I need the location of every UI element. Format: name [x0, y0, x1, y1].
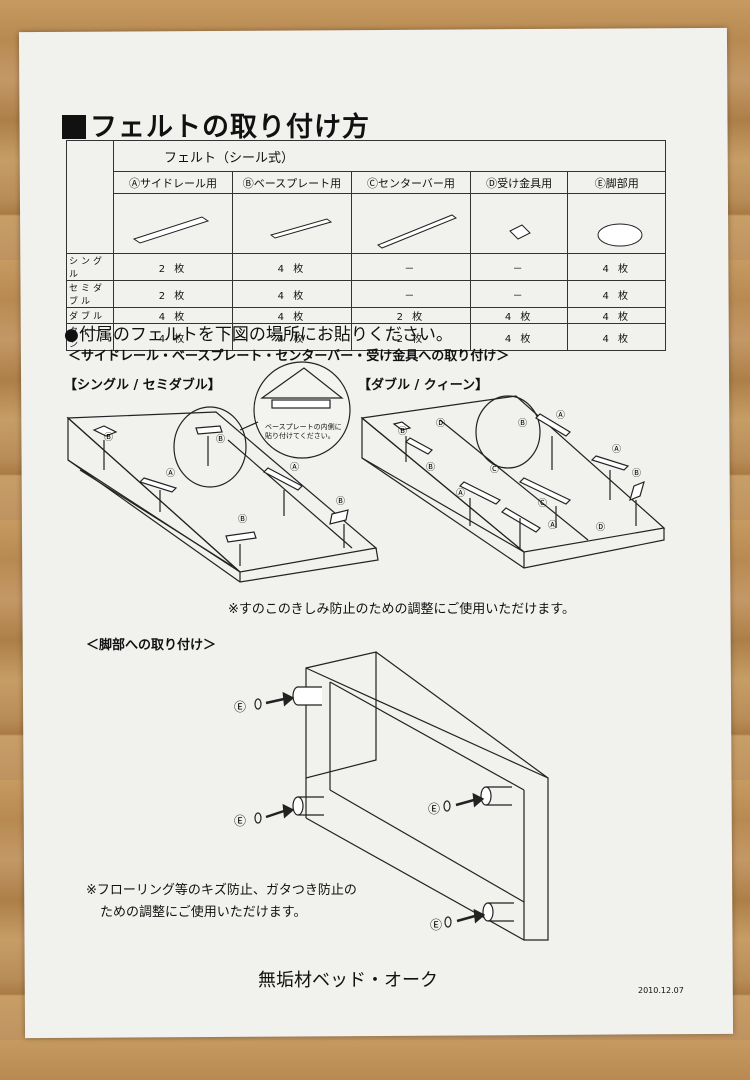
page-title: フェルトの取り付け方: [62, 105, 370, 144]
leg-diagram: [254, 651, 549, 941]
single-bed-diagram: [66, 361, 379, 583]
single-label: 【シングル / セミダブル】: [64, 378, 221, 393]
table-corner: [66, 140, 114, 254]
felt-table: フェルト（シール式） Ⓐサイドレール用 Ⓑベースプレート用 Ⓒセンターバー用 Ⓓ…: [66, 140, 666, 351]
marker-b: Ⓑ: [426, 463, 436, 473]
marker-b: Ⓑ: [104, 433, 114, 443]
floor-note-line-1: ※フローリング等のキズ防止、ガタつき防止の: [86, 883, 357, 898]
cell: 4 枚: [231, 280, 352, 308]
marker-a: Ⓐ: [612, 445, 622, 455]
legs-subheading: ＜脚部への取り付け＞: [86, 638, 217, 653]
cell: 2 枚: [350, 323, 471, 351]
marker-c: Ⓒ: [490, 465, 500, 475]
double-label: 【ダブル / クィーン】: [358, 378, 489, 393]
instruction-text: ●付属のフェルトを下図の場所にお貼りください。: [64, 325, 453, 345]
marker-e: Ⓔ: [428, 802, 441, 816]
product-name: 無垢材ベッド・オーク: [258, 970, 438, 991]
cell: 4 枚: [113, 323, 233, 351]
row-label: セミダブル: [66, 280, 114, 308]
felt-a-picture: [113, 193, 233, 254]
marker-a: Ⓐ: [548, 521, 558, 531]
marker-d: Ⓓ: [596, 523, 606, 533]
marker-a: Ⓐ: [290, 463, 300, 473]
title-square-icon: [62, 115, 86, 139]
marker-a: Ⓐ: [556, 411, 566, 421]
marker-e: Ⓔ: [430, 918, 443, 932]
cell: 2 枚: [113, 280, 233, 308]
row-label: クィーン: [66, 323, 114, 351]
table-header: フェルト（シール式）: [113, 140, 666, 172]
callout-line-2: 貼り付けてください。: [265, 432, 335, 440]
marker-b: Ⓑ: [632, 469, 642, 479]
title-text: フェルトの取り付け方: [90, 112, 370, 143]
row-label: ダブル: [66, 307, 114, 324]
marker-e: Ⓔ: [234, 814, 247, 828]
floor-note: ※フローリング等のキズ防止、ガタつき防止の ための調整にご使用いただけます。: [86, 880, 357, 924]
double-bed-diagram: [360, 395, 666, 569]
cell: 4 枚: [231, 323, 352, 351]
cell: 4 枚: [469, 323, 569, 351]
cell: 4 枚: [567, 323, 666, 351]
marker-c: Ⓒ: [538, 499, 548, 509]
felt-d-picture: [469, 193, 569, 254]
cell: －: [469, 253, 569, 281]
felt-b-picture: [231, 193, 352, 254]
cell: 4 枚: [567, 280, 666, 308]
marker-b: Ⓑ: [336, 497, 346, 507]
marker-a: Ⓐ: [456, 489, 466, 499]
marker-a: Ⓐ: [166, 469, 176, 479]
rails-subheading: ＜サイドレール・ベースプレート・センターバー・受け金具への取り付け＞: [68, 349, 510, 364]
marker-b: Ⓑ: [518, 419, 528, 429]
callout-note: ベースプレートの内側に 貼り付けてください。: [265, 423, 342, 441]
table-row: クィーン 4 枚 4 枚 2 枚 4 枚 4 枚: [66, 323, 666, 351]
cell: －: [350, 253, 471, 281]
marker-b: Ⓑ: [216, 435, 226, 445]
callout-line-1: ベースプレートの内側に: [265, 423, 342, 431]
print-date: 2010.12.07: [638, 986, 684, 995]
floor-note-line-2: ための調整にご使用いただけます。: [100, 905, 307, 920]
marker-b: Ⓑ: [238, 515, 248, 525]
marker-e: Ⓔ: [234, 700, 247, 714]
table-row: シングル 2 枚 4 枚 － － 4 枚: [66, 253, 666, 281]
marker-b: Ⓑ: [398, 427, 408, 437]
felt-c-picture: [350, 193, 471, 254]
marker-d: Ⓓ: [436, 419, 446, 429]
felt-e-picture: [567, 193, 666, 254]
squeak-note: ※すのこのきしみ防止のための調整にご使用いただけます。: [228, 602, 575, 617]
column-header-d: Ⓓ受け金具用: [469, 171, 569, 194]
